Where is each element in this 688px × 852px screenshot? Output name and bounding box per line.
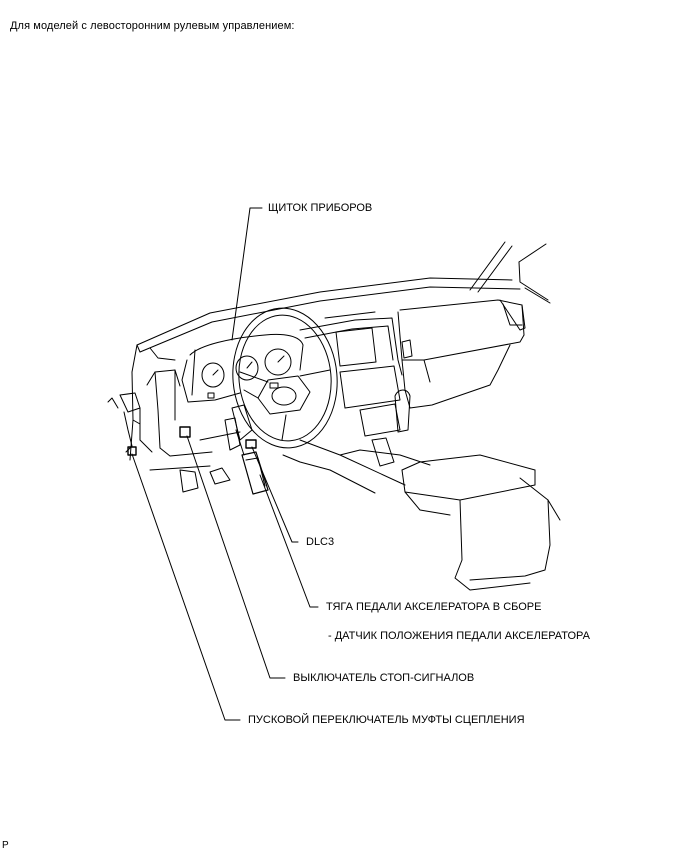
right-dash (397, 299, 526, 409)
dashboard-top (136, 277, 521, 361)
windshield-pillar (469, 241, 551, 304)
diagram-caption: Для моделей с левосторонним рулевым упра… (10, 20, 295, 32)
label-stop-lamp-switch: ВЫКЛЮЧАТЕЛЬ СТОП-СИГНАЛОВ (293, 672, 475, 684)
steering-wheel (232, 307, 338, 449)
leader-lines (131, 207, 319, 721)
center-console (299, 311, 413, 467)
leader-dlc3 (251, 446, 299, 543)
leader-clutch-switch (131, 453, 241, 721)
floor-console (282, 439, 561, 591)
label-clutch-start-switch: ПУСКОВОЙ ПЕРЕКЛЮЧАТЕЛЬ МУФТЫ СЦЕПЛЕНИЯ (248, 714, 525, 726)
left-dash (107, 344, 241, 493)
leader-stop-lamp-switch (186, 435, 286, 679)
steering-column (224, 404, 253, 451)
label-accelerator-position-sensor: - ДАТЧИК ПОЛОЖЕНИЯ ПЕДАЛИ АКСЕЛЕРАТОРА (328, 630, 590, 642)
leader-instrument-cluster (231, 207, 263, 341)
label-dlc3: DLC3 (306, 536, 335, 548)
leader-accelerator-rod (259, 474, 319, 608)
label-instrument-cluster: ЩИТОК ПРИБОРОВ (268, 202, 373, 214)
instrument-cluster (181, 333, 304, 403)
accelerator-pedal (235, 429, 269, 495)
figure-code: P (2, 840, 9, 851)
label-accelerator-pedal-rod: ТЯГА ПЕДАЛИ АКСЕЛЕРАТОРА В СБОРЕ (326, 601, 542, 613)
